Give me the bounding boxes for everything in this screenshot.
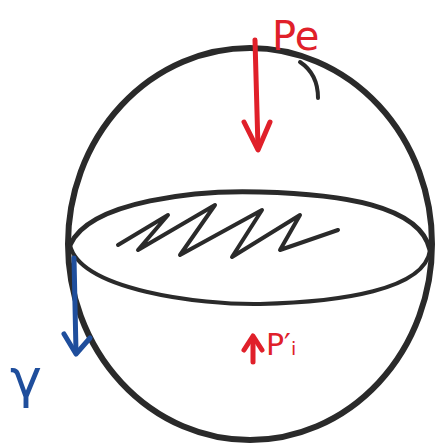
- equator-front: [70, 245, 430, 304]
- sketch-stroke: [300, 62, 318, 98]
- arrowhead: [244, 336, 262, 350]
- hatch-zigzag: [118, 205, 338, 257]
- tension-arrow: [74, 258, 76, 352]
- sphere-outline: [68, 48, 432, 440]
- pressure-label: Pe: [272, 16, 319, 56]
- pressure-label: P′ᵢ: [266, 330, 296, 360]
- arrowhead: [244, 122, 270, 150]
- arrowhead: [64, 334, 90, 354]
- external-pressure-arrow: [255, 40, 258, 148]
- tension-label: γ: [10, 352, 42, 406]
